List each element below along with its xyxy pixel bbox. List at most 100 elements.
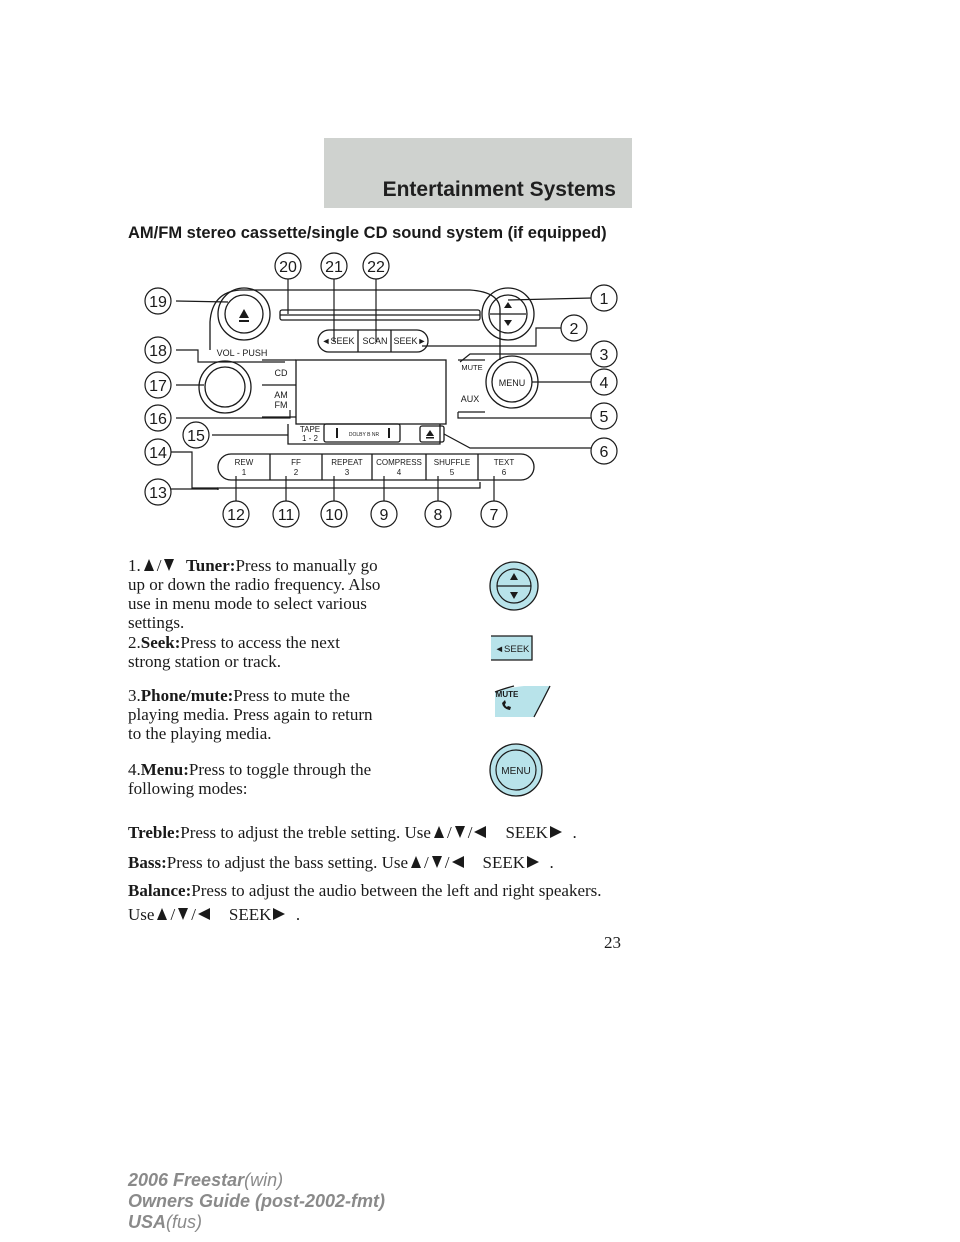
footer-market-code: (fus) [166, 1212, 203, 1232]
slash: / [467, 823, 473, 842]
period: . [295, 905, 301, 924]
seek-word: SEEK [228, 905, 272, 924]
item-label: Menu: [140, 760, 189, 779]
preset-number: 3 [345, 468, 350, 477]
radio-faceplate-diagram: VOL - PUSH ◄SEEK SCAN SEEK► CD AM FM MUT… [144, 252, 618, 528]
vol-push-label: VOL - PUSH [217, 348, 268, 358]
item-menu: 4.Menu:Press to toggle through the follo… [128, 760, 386, 798]
scan-label: SCAN [362, 336, 387, 346]
item-phone-mute: 3.Phone/mute:Press to mute the playing m… [128, 686, 386, 743]
arrow-down-icon [429, 854, 445, 870]
callout-5: 5 [600, 409, 609, 426]
preset-number: 2 [294, 468, 299, 477]
slash: / [446, 823, 452, 842]
arrow-left-icon [450, 854, 466, 870]
page-header-title: Entertainment Systems [382, 178, 616, 201]
arrow-down-icon [175, 906, 191, 922]
tuner-button-thumbnail [489, 561, 539, 611]
tape-sub-label: 1 - 2 [302, 434, 319, 443]
mode-balance: Balance:Press to adjust the audio betwee… [128, 881, 602, 900]
slash: / [444, 853, 450, 872]
footer-model: 2006 Freestar [128, 1170, 245, 1190]
mode-label: Balance: [128, 881, 192, 900]
page-number: 23 [604, 933, 621, 952]
footer-model-code: (win) [244, 1170, 284, 1190]
arrow-right-icon [548, 824, 564, 840]
callout-2: 2 [570, 321, 579, 338]
callout-14: 14 [149, 445, 167, 462]
menu-label: MENU [499, 378, 526, 388]
footer: 2006 Freestar(win) Owners Guide (post-20… [128, 1170, 385, 1233]
header-band: Entertainment Systems [324, 138, 632, 208]
arrow-right-icon [525, 854, 541, 870]
callout-9: 9 [380, 507, 389, 524]
seek-left-label: ◄SEEK [322, 336, 355, 346]
seek-thumb-label: ◄SEEK [495, 644, 530, 655]
callout-8: 8 [434, 507, 443, 524]
preset-label: REW [235, 458, 254, 467]
callout-12: 12 [227, 507, 245, 524]
callout-16: 16 [149, 411, 167, 428]
slash: / [170, 905, 176, 924]
preset-number: 6 [502, 468, 507, 477]
preset-label: COMPRESS [376, 458, 422, 467]
footer-market: USA [128, 1212, 167, 1232]
arrow-up-icon [431, 824, 447, 840]
fm-label: FM [275, 400, 288, 410]
mode-text: Press to adjust the bass setting. Use [166, 853, 409, 872]
arrow-down-icon [161, 557, 177, 573]
callout-7: 7 [490, 507, 499, 524]
mute-thumb-label: MUTE [496, 690, 519, 699]
preset-label: TEXT [494, 458, 515, 467]
period: . [572, 823, 577, 842]
aux-label: AUX [461, 394, 480, 404]
callout-6: 6 [600, 444, 609, 461]
arrow-up-icon [408, 854, 424, 870]
menu-thumb-label: MENU [501, 766, 530, 777]
dolby-label: DOLBY B NR [349, 432, 380, 438]
preset-label: SHUFFLE [434, 458, 470, 467]
slash: / [156, 556, 162, 575]
callout-17: 17 [149, 378, 167, 395]
preset-number: 4 [397, 468, 402, 477]
item-number: 4. [128, 760, 141, 779]
item-text: Press to toggle through the following mo… [128, 760, 372, 798]
item-label: Seek: [140, 633, 181, 652]
seek-right-label: SEEK► [394, 336, 427, 346]
callout-10: 10 [325, 507, 343, 524]
arrow-up-icon [154, 906, 170, 922]
item-text: Press to mute the playing media. Press a… [128, 686, 373, 743]
callout-11: 11 [278, 507, 295, 524]
item-text: Press to manually go up or down the radi… [128, 556, 381, 632]
item-label: Tuner: [185, 556, 236, 575]
mute-label: MUTE [461, 363, 482, 372]
mode-text: Press to adjust the audio between the le… [191, 881, 602, 900]
balance-use-line: Use// SEEK . [128, 905, 300, 924]
slash: / [424, 853, 429, 872]
preset-number: 5 [450, 468, 455, 477]
menu-button-thumbnail: MENU [489, 743, 543, 797]
item-number: 1. [128, 556, 141, 575]
item-label: Phone/mute: [140, 686, 234, 705]
callout-19: 19 [149, 294, 167, 311]
section-heading: AM/FM stereo cassette/single CD sound sy… [128, 224, 607, 242]
mode-label: Bass: [128, 853, 167, 872]
seek-word: SEEK [482, 853, 526, 872]
am-label: AM [274, 390, 288, 400]
callout-21: 21 [325, 259, 343, 276]
footer-guide: Owners Guide (post-2002-fmt) [128, 1191, 386, 1211]
mute-button-thumbnail: MUTE [494, 685, 551, 718]
mode-bass: Bass:Press to adjust the bass setting. U… [128, 853, 554, 872]
callout-3: 3 [600, 347, 609, 364]
callout-15: 15 [187, 428, 205, 445]
callout-20: 20 [279, 259, 297, 276]
callout-4: 4 [600, 375, 609, 392]
preset-label: FF [291, 458, 301, 467]
seek-button-thumbnail: ◄SEEK [491, 635, 533, 661]
tape-label: TAPE [300, 425, 320, 434]
preset-number: 1 [242, 468, 247, 477]
mode-treble: Treble:Press to adjust the treble settin… [128, 823, 577, 842]
slash: / [191, 905, 196, 924]
mode-label: Treble: [128, 823, 181, 842]
arrow-left-icon [196, 906, 212, 922]
